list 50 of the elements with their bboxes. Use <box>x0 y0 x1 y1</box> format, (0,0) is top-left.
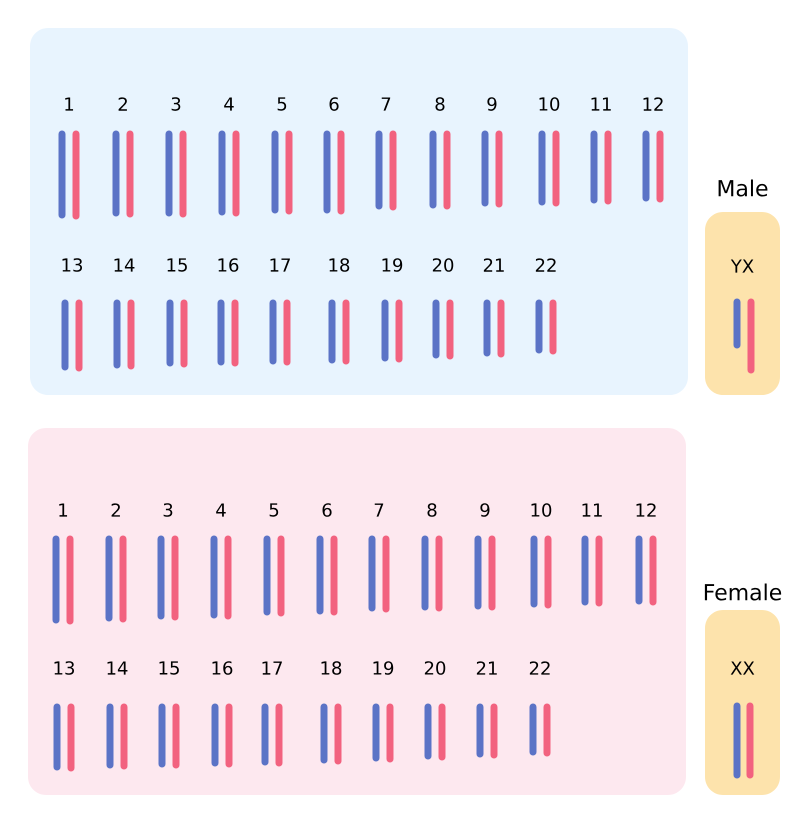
chromosome-number: 15 <box>160 661 179 675</box>
node-label: Male <box>718 179 768 197</box>
chromosome-number: 7 <box>382 97 390 111</box>
chromosome-number: 16 <box>212 661 232 675</box>
chromosome-number: 18 <box>330 258 350 272</box>
chromosome-number: 20 <box>424 661 446 675</box>
chromosome-number: 4 <box>216 503 226 517</box>
karyotype-panel <box>28 428 686 795</box>
chromosome-number: 10 <box>540 97 560 111</box>
chromosome-number: 4 <box>224 97 234 111</box>
chromosome-number: 5 <box>270 503 278 517</box>
chromosome-number: 1 <box>65 97 74 111</box>
chromosome-number: 19 <box>382 258 402 272</box>
chromosome-number: 14 <box>108 661 128 675</box>
chromosome-number: 1 <box>59 503 68 517</box>
chromosome-number: 6 <box>330 97 339 111</box>
chromosome-number: 2 <box>112 503 120 517</box>
node-label: Female <box>704 583 782 601</box>
chromosome-number: 21 <box>476 661 497 675</box>
chromosome-number: 2 <box>118 97 127 111</box>
karyotype-panel <box>30 28 688 395</box>
chromosome-number: 17 <box>270 258 290 272</box>
chromosome-number: 21 <box>484 258 504 272</box>
chromosome-number: 10 <box>532 503 552 517</box>
chromosome-number: 8 <box>436 97 444 111</box>
chromosome-number: 22 <box>536 258 556 272</box>
chromosome-number: 9 <box>480 503 490 517</box>
chromosome-number: 19 <box>374 661 394 675</box>
chromosome-number: 8 <box>428 503 436 517</box>
chromosome-number: 11 <box>592 97 611 111</box>
chromosome-number: 12 <box>644 97 663 111</box>
chromosome-number: 3 <box>164 503 172 517</box>
chromosome-number: 5 <box>278 97 286 111</box>
chromosome-number: 13 <box>54 661 74 675</box>
chromosome-number: 12 <box>636 503 656 517</box>
chromosome-number: 20 <box>432 258 454 272</box>
chromosome-number: 22 <box>530 661 550 675</box>
sex-chromosome-box: Female XX <box>704 584 782 795</box>
chromosome-number: 3 <box>172 97 180 111</box>
chromosome-number: 9 <box>487 97 496 111</box>
chromosome-number: 18 <box>322 661 342 675</box>
chromosome-number: 17 <box>262 661 282 675</box>
sex-chromosome-box: Male YX <box>705 180 780 395</box>
chromosome-number: 6 <box>322 503 332 517</box>
chromosome-number: 14 <box>114 258 134 272</box>
chromosome-number: 16 <box>218 258 238 272</box>
chromosome-number: 7 <box>374 503 384 517</box>
chromosome-number: 15 <box>168 258 187 272</box>
chromosome-number: 13 <box>62 258 82 272</box>
chromosome-number: 11 <box>582 503 602 517</box>
